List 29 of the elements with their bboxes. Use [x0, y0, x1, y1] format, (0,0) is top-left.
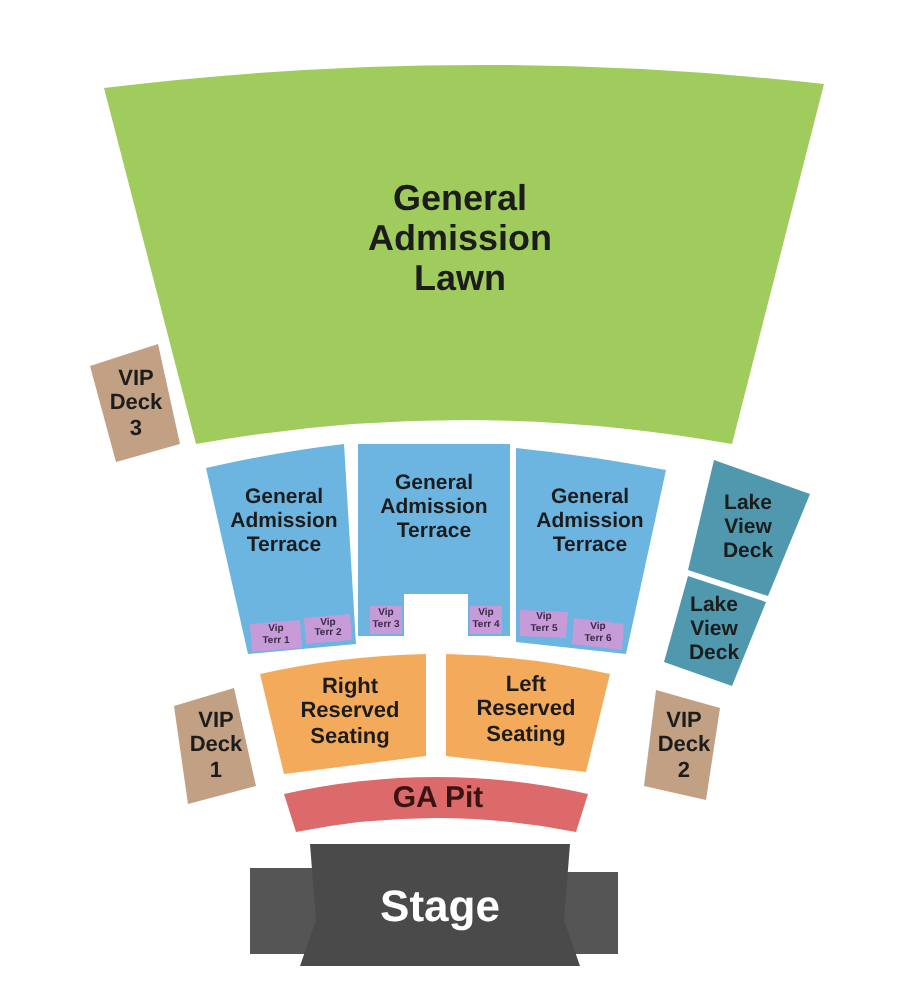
- stage-label: Stage: [380, 883, 500, 933]
- stage-platform: [300, 844, 580, 966]
- vip-deck-section: [644, 690, 720, 800]
- lake-view-deck-section: [664, 576, 766, 686]
- terrace-section: [206, 444, 356, 654]
- terrace-section: [516, 448, 666, 654]
- vip-terrace-section: [572, 618, 624, 650]
- lake-view-deck-section: [688, 460, 810, 596]
- section-label: GA Pit: [392, 783, 484, 817]
- reserved-seating-section: [260, 654, 426, 774]
- section-label: General Admission Terrace: [536, 486, 644, 558]
- section-label: Left Reserved Seating: [476, 673, 576, 747]
- section-label: Lake View Deck: [688, 594, 740, 666]
- vip-terrace-section: [520, 610, 568, 638]
- section-label: Right Reserved Seating: [300, 675, 400, 749]
- section-label: General Admission Lawn: [368, 177, 552, 299]
- vip-deck-section: [174, 688, 256, 804]
- vip-deck-section: [90, 344, 180, 462]
- lawn-section: [104, 64, 824, 444]
- section-label: VIP Deck 1: [189, 709, 243, 783]
- section-label: General Admission Terrace: [230, 486, 338, 558]
- section-label: VIP Deck 2: [657, 709, 711, 783]
- section-label: VIP Deck 3: [109, 367, 163, 441]
- terrace-section: [358, 444, 510, 636]
- pit-section: [284, 776, 588, 832]
- section-label: General Admission Terrace: [380, 472, 488, 544]
- vip-terrace-section: [304, 614, 354, 644]
- reserved-seating-section: [446, 654, 610, 772]
- section-label: Lake View Deck: [722, 492, 774, 564]
